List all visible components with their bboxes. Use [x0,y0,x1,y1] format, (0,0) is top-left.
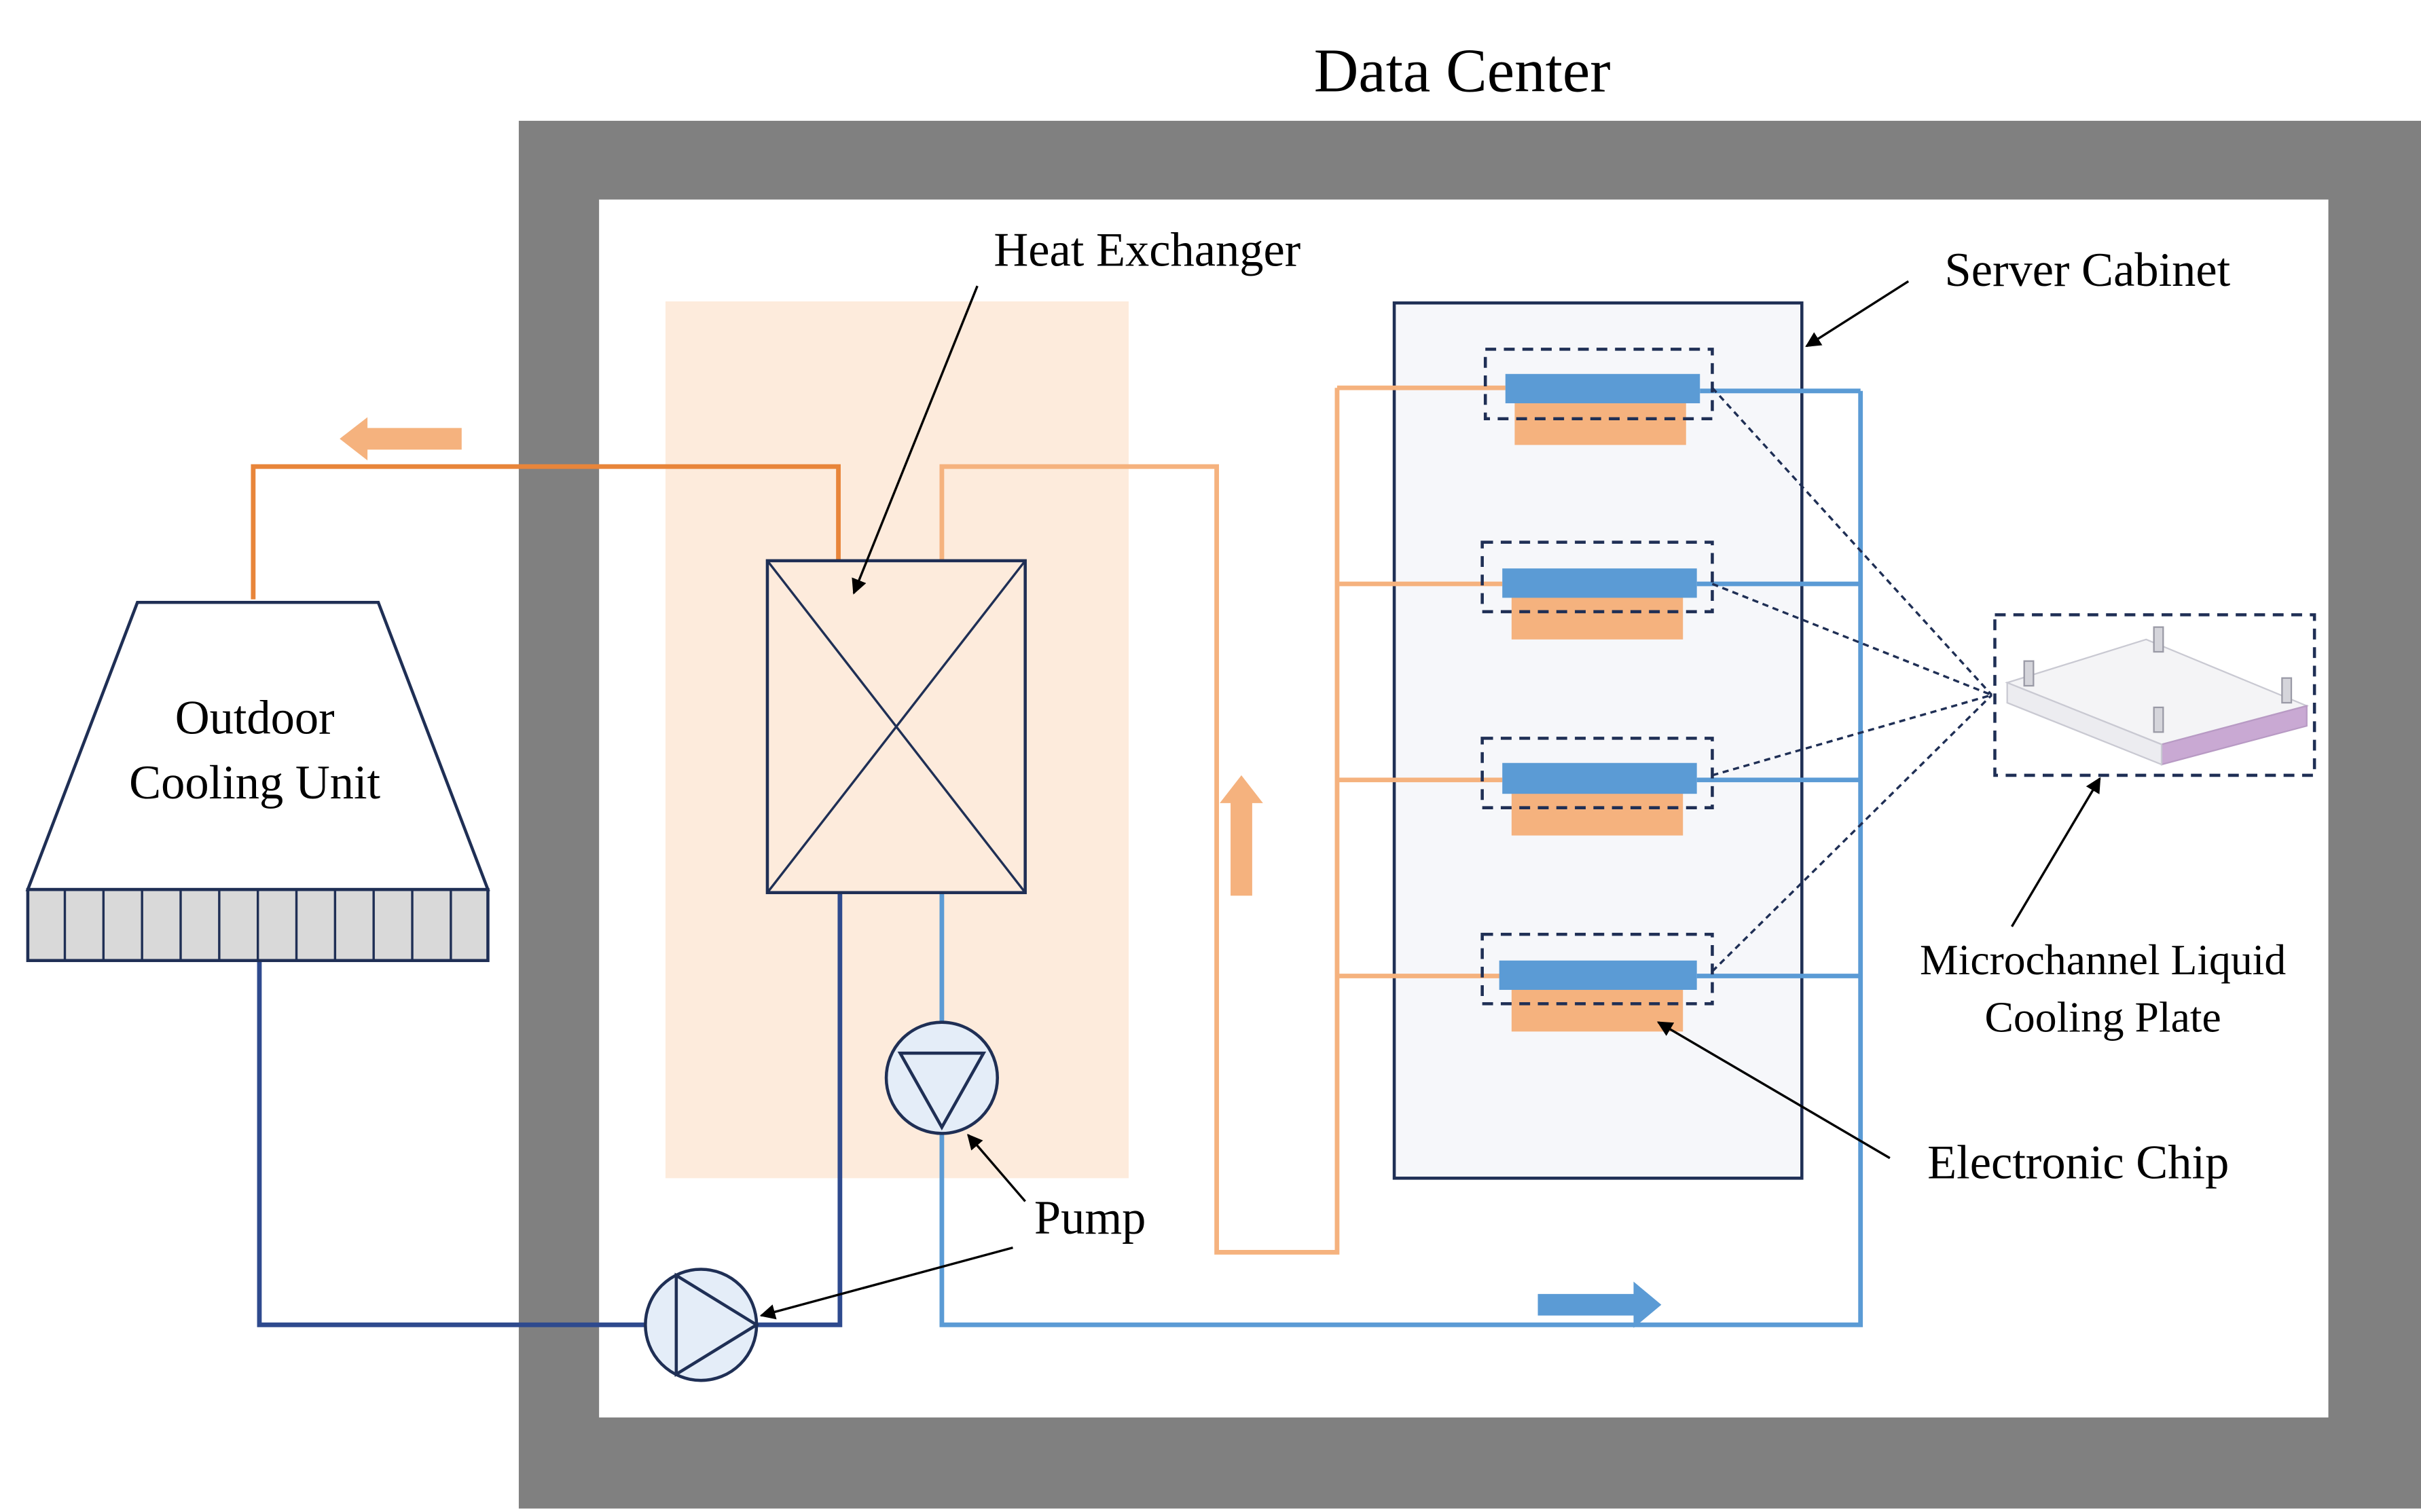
secondary-warm-pipe [939,385,1506,1255]
microchannel-plate-label-line1: Microchannel Liquid [1920,936,2286,984]
microchannel-plate-detail [1993,613,2316,777]
outdoor-cooling-unit-label-line1: Outdoor [175,692,335,745]
heat-exchanger-leader [852,285,979,595]
pump-secondary-leader [967,1133,1026,1202]
diagram-title: Data Center [1314,37,1611,105]
server-slot-1 [1483,348,1714,445]
server-slot-2 [1480,540,1714,640]
plate-callout-lines [1711,387,1993,972]
server-cabinet-leader [1805,280,1910,348]
electronic-chip-label: Electronic Chip [1927,1136,2229,1189]
outdoor-cooling-unit [25,601,490,963]
outdoor-cooling-unit-label-line2: Cooling Unit [129,756,380,809]
server-slot-4 [1480,932,1714,1032]
heat-exchanger [765,559,1027,894]
primary-hot-pipe [251,464,841,600]
pump-label: Pump [1034,1192,1146,1244]
cold-flow-arrow [1537,1281,1662,1328]
server-slot-3 [1480,737,1714,836]
hot-flow-arrow [340,417,462,461]
microchannel-plate-label-line2: Cooling Plate [1984,993,2221,1041]
pump-secondary [884,1020,1000,1135]
warm-flow-arrow [1220,775,1263,896]
leader-lines [759,280,2101,1320]
chip-leader [1656,1021,1891,1160]
pump-primary [644,1268,760,1382]
plate-leader [2011,777,2101,927]
secondary-cold-pipe [939,388,1863,1327]
server-cabinet-label: Server Cabinet [1945,244,2231,297]
primary-cold-pipe [257,892,843,1327]
pump-primary-leader [759,1246,1013,1320]
server-cabinet [1392,301,1804,1180]
heat-exchanger-label: Heat Exchanger [994,224,1300,277]
